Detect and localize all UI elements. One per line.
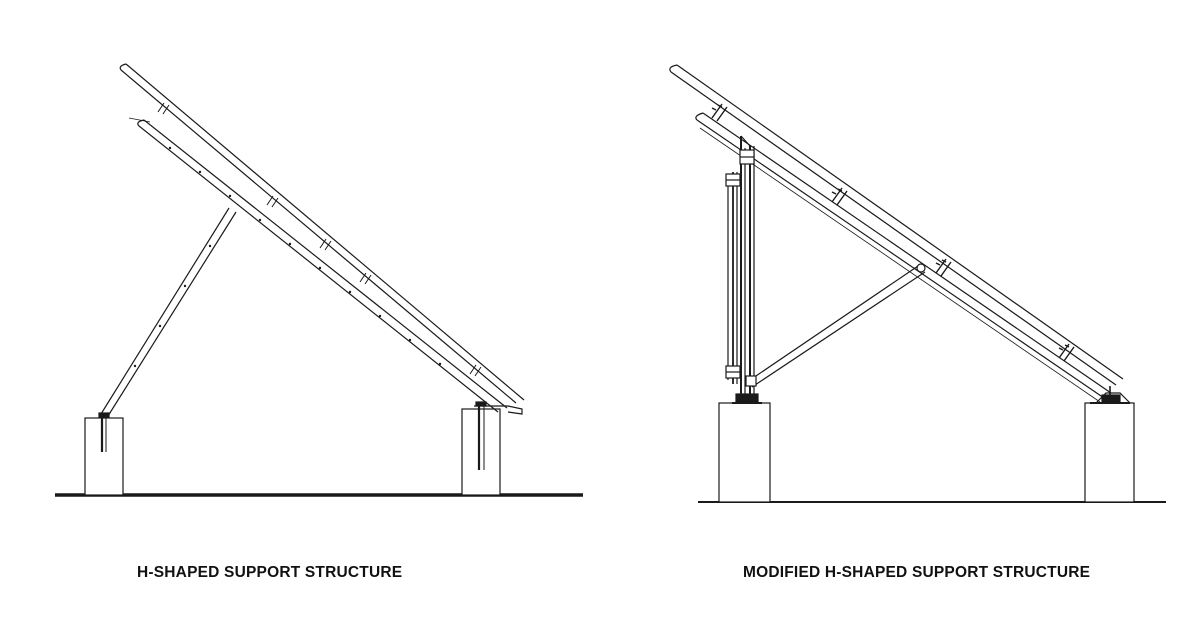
caption-modified-h-shaped: MODIFIED H-SHAPED SUPPORT STRUCTURE [743,564,1091,581]
lower-rail-right [695,112,1112,403]
front-brace-left [100,207,237,417]
front-column-right [739,135,755,402]
rear-post-left [474,401,523,470]
rail-clamps-right [711,103,1075,362]
caption-h-shaped: H-SHAPED SUPPORT STRUCTURE [137,564,403,581]
column-base-right [732,393,762,404]
front-footing-left [84,417,124,496]
modified-h-shaped-structure [669,64,1166,503]
h-shaped-structure [55,63,583,497]
rail-clamps-left [157,102,482,377]
front-post-left [98,412,110,452]
upper-rail-left [119,63,525,404]
rear-base-bracket-right [1090,386,1131,404]
lower-rail-left [128,117,508,413]
rail-holes-left [168,146,442,366]
upper-rail-right [669,64,1124,386]
rear-footing-left [461,408,501,496]
diagonal-brace-right [745,263,926,388]
rear-footing-right [1084,402,1135,503]
front-footing-right [718,402,771,503]
stiffener-plate-right [725,172,741,384]
